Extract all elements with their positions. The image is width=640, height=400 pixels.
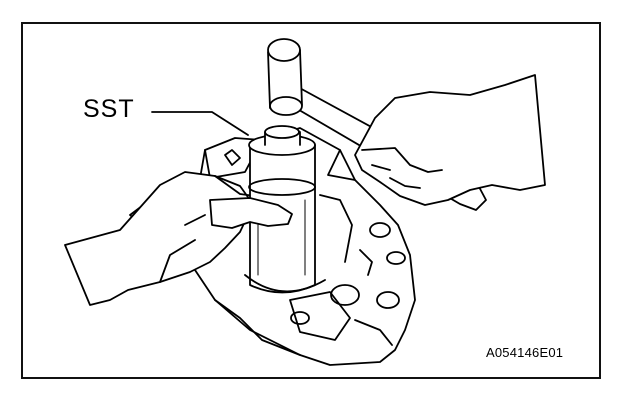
figure-id: A054146E01 <box>486 345 564 360</box>
sst-leader-line <box>151 111 249 136</box>
sst-label: SST <box>83 95 135 123</box>
left-hand <box>64 171 256 306</box>
right-hand <box>354 74 546 206</box>
left-thumb <box>209 197 293 229</box>
